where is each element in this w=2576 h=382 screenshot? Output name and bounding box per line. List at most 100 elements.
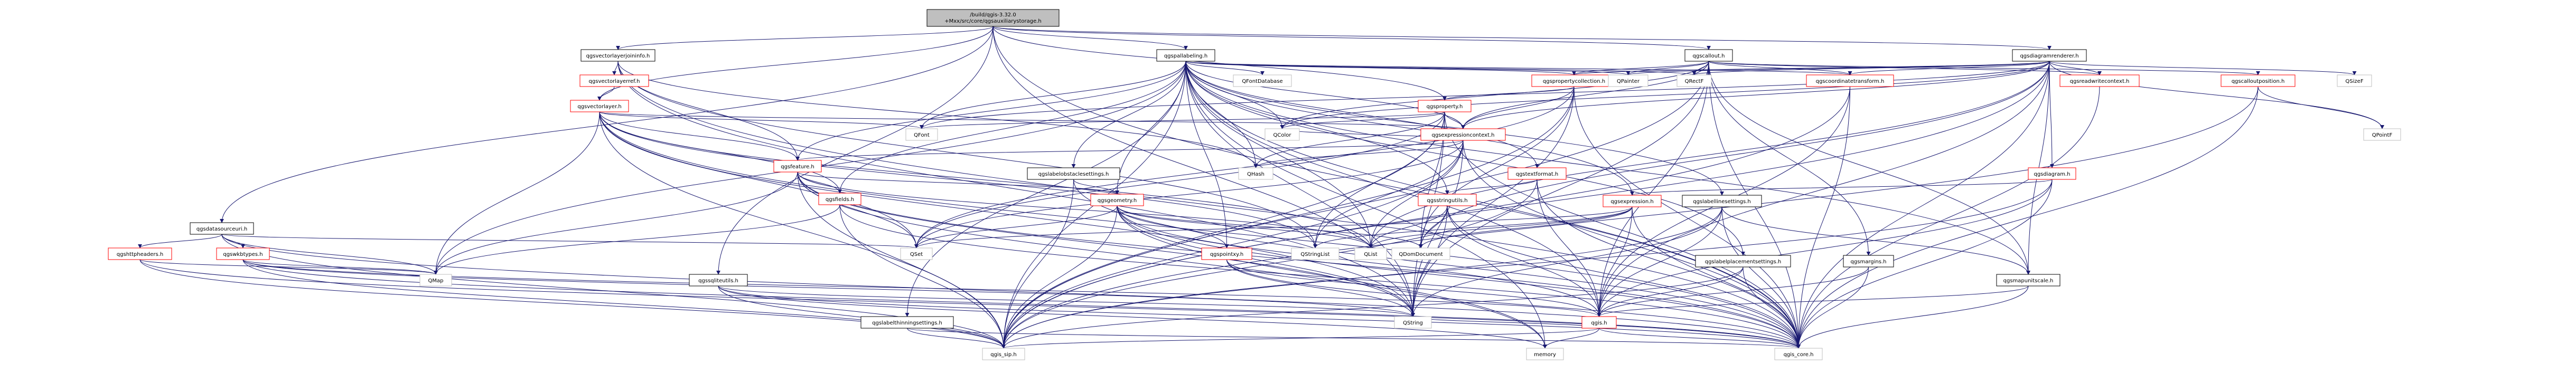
- node-qgspropertycollection[interactable]: qgspropertycollection.h: [1531, 74, 1617, 87]
- node-qgsfeature[interactable]: qgsfeature.h: [773, 160, 822, 173]
- node-qgsstringutils[interactable]: qgsstringutils.h: [1418, 194, 1477, 206]
- include-edge-qgspallabeling-to-qgstextformat: [1185, 61, 1539, 168]
- include-edge-root-to-qgsdiagramrenderer: [992, 26, 2052, 50]
- node-label: QHash: [1247, 171, 1264, 177]
- include-edge-qgspropertycollection-to-qgis_sip: [1001, 86, 1575, 349]
- node-qgsdatasourceuri[interactable]: qgsdatasourceuri.h: [190, 222, 254, 235]
- node-qgsmargins[interactable]: qgsmargins.h: [1843, 255, 1894, 268]
- include-edge-qgsdiagramrenderer-to-qgis: [1597, 61, 2050, 317]
- node-qgsvectorlayer[interactable]: qgsvectorlayer.h: [570, 100, 629, 112]
- node-label: qgsstringutils.h: [1427, 198, 1467, 204]
- node-label: qgspallabeling.h: [1164, 53, 1207, 59]
- include-edge-qgsdiagramrenderer-to-QPointF: [2049, 61, 2384, 129]
- node-qgspointxy[interactable]: qgspointxy.h: [1201, 247, 1252, 260]
- include-edge-qgscallout-to-qgscalloutposition: [1708, 61, 2260, 75]
- include-edge-qgswkbtypes-to-qgis_sip: [242, 259, 1006, 349]
- node-label: qgsreadwritecontext.h: [2070, 79, 2130, 84]
- include-edge-qgspallabeling-to-qgspointxy: [1185, 61, 1229, 249]
- node-qgsvectorlayerjoininfo[interactable]: qgsvectorlayerjoininfo.h: [580, 49, 655, 62]
- include-edge-qgsvectorlayerjoininfo-to-QHash: [617, 61, 1258, 168]
- include-edge-qgscoordinatetransform-to-qgis_sip: [1001, 86, 1850, 349]
- include-edge-qgslabelthinningsettings-to-qgis_sip: [907, 328, 1006, 349]
- include-edge-qgsfeature-to-QSet: [797, 171, 919, 249]
- include-edge-qgsdiagramrenderer-to-qgis_core: [1796, 61, 2050, 349]
- node-label: QList: [1364, 252, 1377, 257]
- include-edge-qgis-to-memory: [1543, 328, 1599, 349]
- node-qgsdiagramrenderer[interactable]: qgsdiagramrenderer.h: [2012, 49, 2087, 62]
- include-edge-qgspallabeling-to-qgsmapunitscale: [1185, 61, 2030, 275]
- include-edge-qgscallout-to-qgspropertycollection: [1572, 61, 1709, 75]
- node-qgscalloutposition[interactable]: qgscalloutposition.h: [2221, 74, 2296, 87]
- node-qgscoordinatetransform[interactable]: qgscoordinatetransform.h: [1806, 74, 1894, 87]
- include-edge-qgswkbtypes-to-QMap: [242, 259, 438, 275]
- include-edge-qgsproperty-to-QFont: [920, 111, 1445, 129]
- node-qgsexpression[interactable]: qgsexpression.h: [1603, 195, 1662, 207]
- dependency-edges: [138, 26, 2384, 349]
- node-label: qgsmapunitscale.h: [2003, 278, 2054, 284]
- node-label: qgsexpression.h: [1610, 199, 1653, 205]
- node-label: qgslabelobstaclesettings.h: [1038, 171, 1109, 177]
- node-qgsgeometry[interactable]: qgsgeometry.h: [1090, 194, 1144, 206]
- node-label: QSet: [910, 252, 923, 257]
- include-edge-qgsfeature-to-qgsfields: [797, 171, 842, 194]
- node-qgspallabeling[interactable]: qgspallabeling.h: [1156, 49, 1215, 62]
- include-edge-qgssqliteutils-to-qgis_core: [718, 285, 1801, 349]
- include-edge-qgscallout-to-qgsmargins: [1708, 61, 1871, 256]
- include-edge-qgstextformat-to-qgis: [1537, 179, 1601, 317]
- include-edge-qgsgeometry-to-QSet: [914, 205, 1118, 249]
- node-QRectF: QRectF: [1676, 74, 1712, 87]
- node-qgsdiagram[interactable]: qgsdiagram.h: [2028, 167, 2076, 180]
- include-edge-qgsstringutils-to-qgis_core: [1447, 205, 1801, 349]
- node-qgsreadwritecontext[interactable]: qgsreadwritecontext.h: [2059, 74, 2140, 87]
- node-qgswkbtypes[interactable]: qgswkbtypes.h: [216, 247, 270, 260]
- include-edge-qgsexpressioncontext-to-QHash: [1253, 140, 1464, 168]
- include-edge-qgscallout-to-qgscoordinatetransform: [1708, 61, 1852, 75]
- include-edge-qgsproperty-to-qgis_sip: [1001, 111, 1445, 349]
- node-qgscallout[interactable]: qgscallout.h: [1684, 49, 1733, 62]
- include-edge-qgsstringutils-to-qgis: [1447, 205, 1601, 317]
- node-qgsproperty[interactable]: qgsproperty.h: [1418, 100, 1472, 112]
- include-edge-qgsdiagramrenderer-to-QList: [1369, 61, 2050, 249]
- include-edge-root-to-qgsproperty: [992, 26, 1447, 101]
- node-QHash: QHash: [1238, 167, 1273, 180]
- include-edge-root-to-qgsdatasourceuri: [220, 26, 994, 223]
- include-edge-qgspallabeling-to-qgis: [1185, 61, 1601, 317]
- node-label: qgsfields.h: [826, 197, 854, 203]
- include-edge-qgsgeometry-to-qgspointxy: [1117, 205, 1229, 249]
- include-edge-qgspallabeling-to-memory: [1185, 61, 1547, 349]
- node-qgis[interactable]: qgis.h: [1581, 316, 1617, 329]
- node-qgstextformat[interactable]: qgstextformat.h: [1507, 167, 1567, 180]
- node-qgsvectorlayerref[interactable]: qgsvectorlayerref.h: [579, 74, 649, 87]
- include-edge-qgslabelobstaclesettings-to-qgis_sip: [1001, 179, 1074, 349]
- include-edge-root-to-qgspallabeling: [992, 26, 1188, 50]
- include-edge-qgscalloutposition-to-QPointF: [2257, 86, 2384, 129]
- include-edge-qgsvectorlayer-to-qgsfields: [599, 111, 842, 194]
- include-edge-qgsmapunitscale-to-qgis_core: [1796, 285, 2029, 349]
- include-edge-qgspallabeling-to-qgslabelthinningsettings: [905, 61, 1186, 317]
- include-edge-qgsmargins-to-qgis_core: [1796, 266, 1869, 349]
- node-qgslabelobstaclesettings[interactable]: qgslabelobstaclesettings.h: [1027, 167, 1120, 180]
- node-label: qgslabelthinningsettings.h: [872, 320, 942, 326]
- node-qgslabellinesettings[interactable]: qgslabellinesettings.h: [1682, 195, 1762, 207]
- include-edge-root-to-qgsvectorlayer: [597, 26, 994, 101]
- include-edge-qgshttpheaders-to-qgis_core: [139, 259, 1801, 349]
- node-qgsexpressioncontext[interactable]: qgsexpressioncontext.h: [1420, 128, 1506, 141]
- node-qgslabelplacementsettings[interactable]: qgslabelplacementsettings.h: [1695, 255, 1791, 268]
- include-edge-qgsvectorlayerjoininfo-to-QString: [617, 61, 1415, 317]
- include-edge-qgsreadwritecontext-to-qgis_core: [1796, 86, 2100, 349]
- include-edge-qgsexpressioncontext-to-QString: [1411, 140, 1464, 317]
- include-edge-qgsexpression-to-QList: [1369, 206, 1633, 249]
- node-qgsmapunitscale[interactable]: qgsmapunitscale.h: [1996, 274, 2060, 286]
- include-edge-qgssqliteutils-to-QString: [718, 285, 1415, 317]
- node-qgsfields[interactable]: qgsfields.h: [818, 193, 861, 205]
- include-edge-qgsexpression-to-QStringList: [1313, 206, 1633, 249]
- node-qgssqliteutils[interactable]: qgssqliteutils.h: [689, 274, 748, 286]
- include-edge-qgsfeature-to-qgis_core: [797, 171, 1801, 349]
- node-root[interactable]: /build/qgis-3.32.0+Mxx/src/core/qgsauxil…: [926, 9, 1060, 27]
- node-qgslabelthinningsettings[interactable]: qgslabelthinningsettings.h: [860, 316, 954, 329]
- node-qgshttpheaders[interactable]: qgshttpheaders.h: [108, 247, 172, 260]
- include-edge-qgspallabeling-to-qgscoordinatetransform: [1185, 61, 1852, 75]
- node-QList: QList: [1354, 247, 1387, 260]
- node-QMap: QMap: [419, 274, 452, 286]
